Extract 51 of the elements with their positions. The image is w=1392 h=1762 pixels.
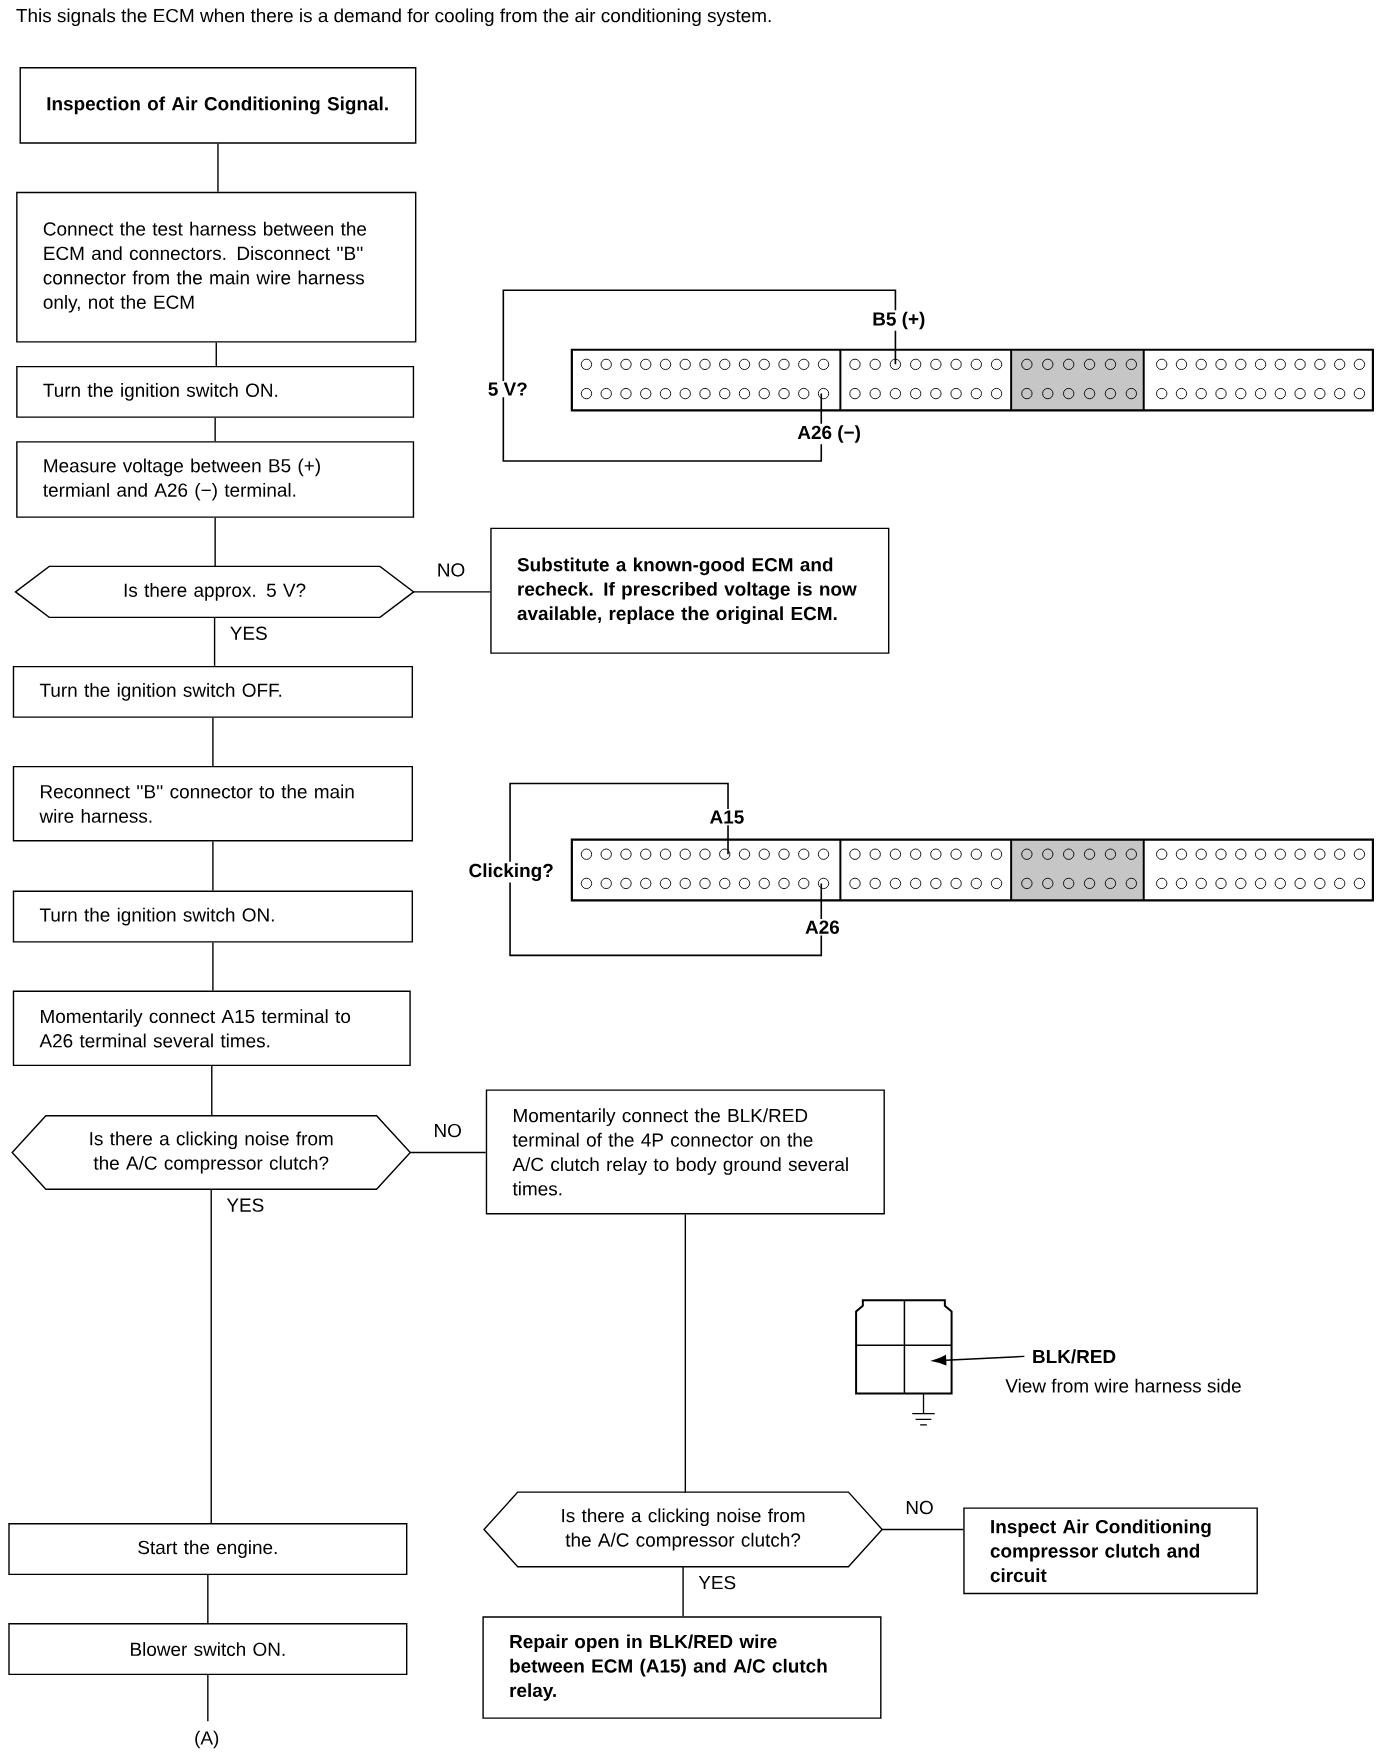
connector-line <box>217 143 219 193</box>
decision-hexagon: Is there approx. 5 V? <box>14 565 415 619</box>
connector-line <box>211 1065 213 1117</box>
connector-line <box>409 1151 487 1154</box>
connector-line <box>207 1674 209 1723</box>
edge-label: NO <box>904 1499 935 1516</box>
connector-line <box>213 616 216 667</box>
connector-line <box>212 717 214 767</box>
title: This signals the ECM when there is a demand for cooling from the air conditioning system. <box>16 8 771 27</box>
edge-label: NO <box>432 1122 463 1139</box>
process-box: Substitute a known-good ECM and recheck. If prescribed voltage is now available, replace the original ECM. <box>490 527 890 654</box>
measurement-label: Clicking? <box>467 861 556 883</box>
measurement-label: 5 V? <box>486 380 530 398</box>
process-box: Momentarily connect A15 terminal to A26 terminal several times. <box>12 990 411 1067</box>
process-box: Turn the ignition switch ON. <box>12 890 414 943</box>
connector-line <box>210 1188 212 1524</box>
leader-line <box>932 1355 1026 1366</box>
decision-hexagon: Is there a clicking noise from the A/C compressor clutch? <box>483 1491 884 1568</box>
edge-label: YES <box>697 1574 738 1591</box>
process-box: Inspection of Air Conditioning Signal. <box>19 67 417 144</box>
pin-label: A26 (−) <box>795 423 863 445</box>
connector-line <box>212 941 214 992</box>
label-text: BLK/RED <box>1033 1349 1116 1364</box>
process-box: Momentarily connect the BLK/RED terminal of the 4P connector on the A/C clutch relay to body ground several times. <box>485 1089 885 1215</box>
pin-label: B5 (+) <box>870 310 927 331</box>
edge-label: YES <box>228 625 269 641</box>
edge-label: YES <box>225 1197 266 1213</box>
connector-line <box>682 1566 684 1618</box>
process-box: Measure voltage between B5 (+) termianl and A26 (−) terminal. <box>16 441 415 518</box>
edge-label: NO <box>435 562 467 578</box>
decision-hexagon: Is there a clicking noise from the A/C compressor clutch? <box>11 1115 412 1190</box>
process-box: Connect the test harness between the ECM and connectors. Disconnect ''B'' connector from the main wire harness only, not the ECM <box>16 191 417 343</box>
process-box: Turn the ignition switch ON. <box>16 365 415 418</box>
connector-line <box>684 1213 687 1493</box>
process-box: Repair open in BLK/RED wire between ECM (A15) and A/C clutch relay. <box>482 1616 882 1719</box>
connector-line <box>214 417 216 442</box>
pin-label: A15 <box>708 809 746 826</box>
connector-line <box>412 591 491 593</box>
connector-line <box>215 341 217 367</box>
connector-line <box>212 840 214 892</box>
connector-line <box>881 1528 964 1531</box>
connector-line <box>207 1574 209 1624</box>
process-box: Blower switch ON. <box>8 1623 408 1676</box>
process-box: Start the engine. <box>8 1523 408 1576</box>
process-box: Turn the ignition switch OFF. <box>12 665 414 718</box>
process-box: Inspect Air Conditioning compressor clutch and circuit <box>963 1507 1258 1595</box>
pin-label: A26 <box>803 919 842 936</box>
view-note: View from wire harness side <box>1003 1377 1244 1395</box>
process-box: Reconnect ''B'' connector to the main wire harness. <box>12 765 414 842</box>
connector-mark: (A) <box>195 1730 219 1749</box>
connector-line <box>214 517 216 568</box>
